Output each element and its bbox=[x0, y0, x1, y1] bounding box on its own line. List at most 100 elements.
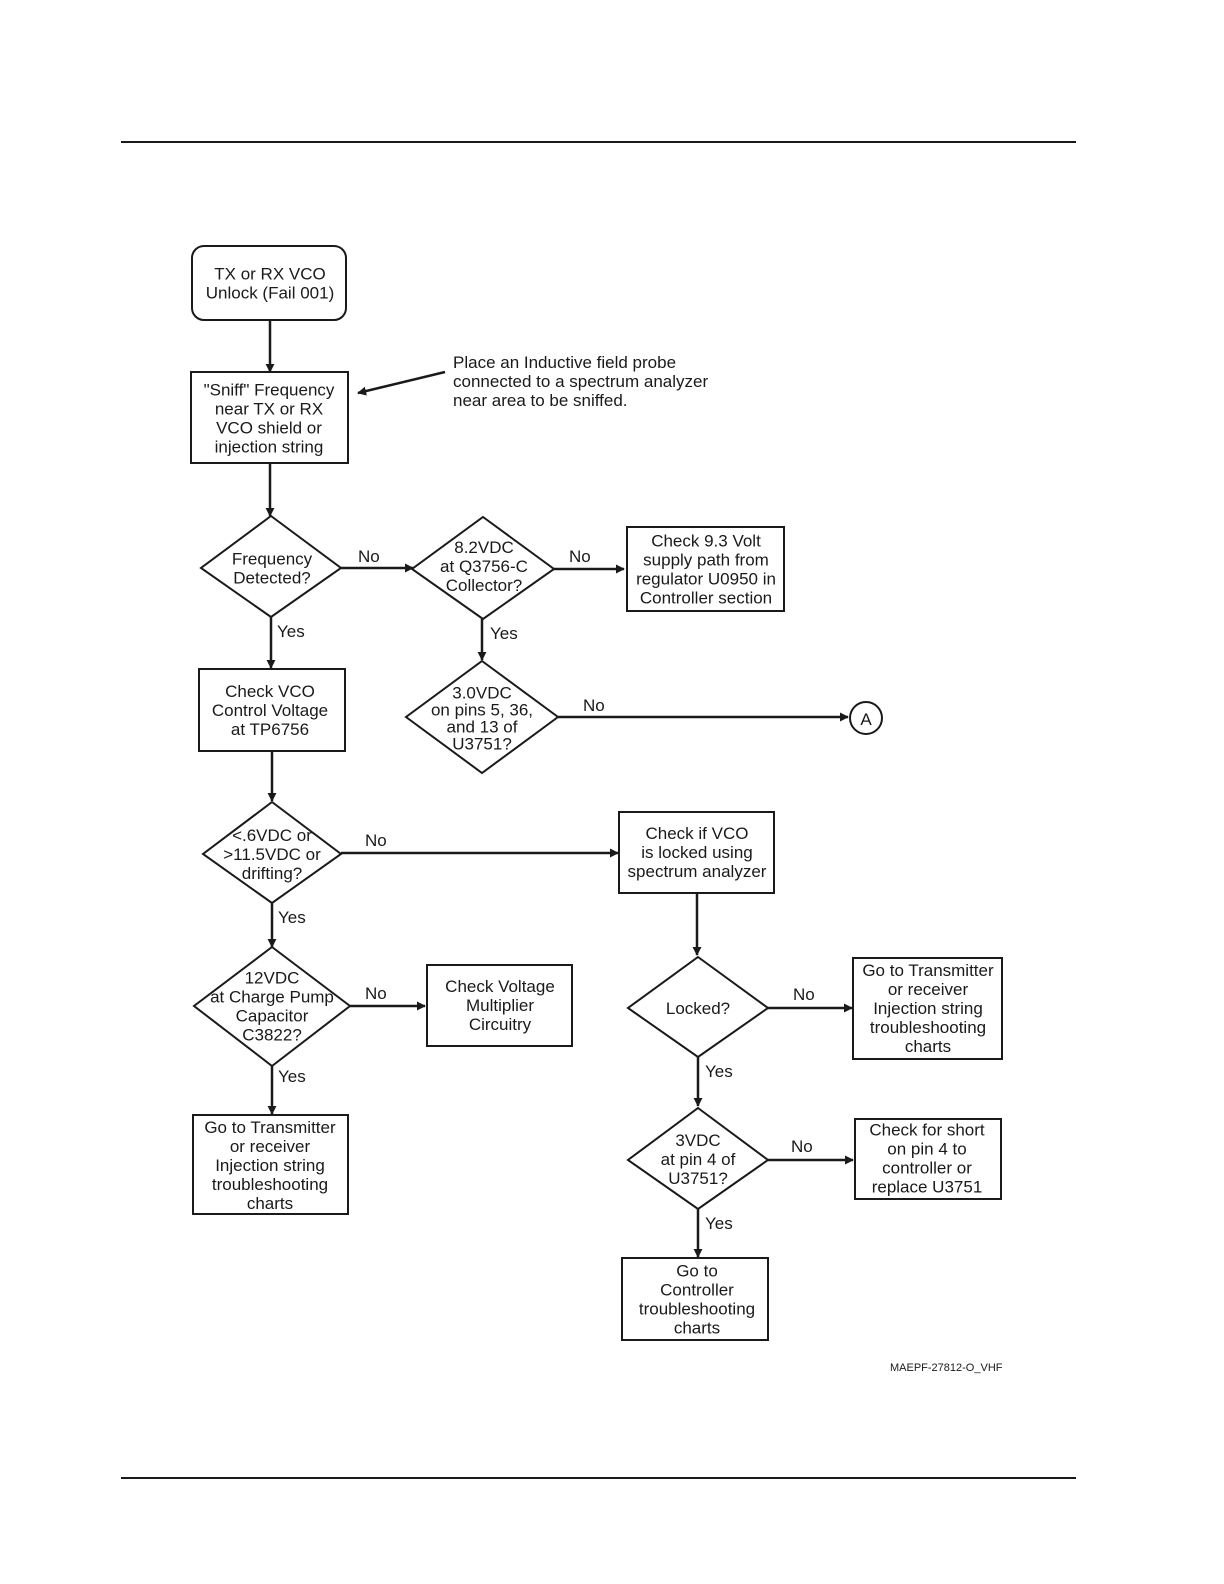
text-line: 8.2VDC bbox=[454, 538, 514, 557]
text-line: Check for short bbox=[869, 1121, 985, 1140]
text-line: at Q3756-C bbox=[440, 557, 528, 576]
label-yes-pin4: Yes bbox=[705, 1214, 733, 1233]
text-line: or receiver bbox=[230, 1137, 311, 1156]
text-line: Go to bbox=[676, 1262, 718, 1281]
text-line: Check if VCO bbox=[646, 824, 749, 843]
text-line: Go to Transmitter bbox=[862, 961, 994, 980]
text-line: replace U3751 bbox=[872, 1178, 983, 1197]
text-line: Injection string bbox=[873, 999, 983, 1018]
text-line: Control Voltage bbox=[212, 701, 328, 720]
label-no-freq: No bbox=[358, 547, 380, 566]
text-line: Unlock (Fail 001) bbox=[206, 284, 335, 303]
text-line: on pins 5, 36, bbox=[431, 701, 533, 720]
text-line: near TX or RX bbox=[215, 400, 323, 419]
text-line: Locked? bbox=[666, 999, 730, 1018]
text-line: on pin 4 to bbox=[887, 1140, 966, 1159]
edge-labels: No No Yes Yes No No Yes No Yes No Yes No… bbox=[277, 547, 815, 1233]
text-line: charts bbox=[905, 1037, 951, 1056]
label-no-q3756: No bbox=[569, 547, 591, 566]
text-line: Frequency bbox=[232, 550, 313, 569]
text-line: troubleshooting bbox=[870, 1018, 986, 1037]
text-line: supply path from bbox=[643, 551, 769, 570]
text-line: Check 9.3 Volt bbox=[651, 532, 761, 551]
text-line: at TP6756 bbox=[231, 720, 309, 739]
text-line: 3.0VDC bbox=[452, 684, 512, 703]
text-line: U3751? bbox=[452, 735, 512, 754]
text-line: regulator U0950 in bbox=[636, 570, 776, 589]
figure-id: MAEPF-27812-O_VHF bbox=[890, 1362, 1003, 1374]
label-no-locked: No bbox=[793, 985, 815, 1004]
label-no-pin4: No bbox=[791, 1137, 813, 1156]
text-line: troubleshooting bbox=[212, 1175, 328, 1194]
text-line: Multiplier bbox=[466, 996, 534, 1015]
text-line: Detected? bbox=[233, 569, 311, 588]
node-locked: Locked? bbox=[626, 955, 770, 1059]
edge-note-sniff bbox=[357, 370, 446, 396]
text-line: 12VDC bbox=[245, 969, 300, 988]
label-yes-freq: Yes bbox=[277, 622, 305, 641]
label-yes-locked: Yes bbox=[705, 1062, 733, 1081]
text-line: drifting? bbox=[242, 864, 302, 883]
connector-a-text: A bbox=[860, 710, 872, 729]
text-line: is locked using bbox=[641, 843, 753, 862]
label-no-chargepump: No bbox=[365, 984, 387, 1003]
text-line: charts bbox=[247, 1194, 293, 1213]
label-yes-chargepump: Yes bbox=[278, 1067, 306, 1086]
text-line: Injection string bbox=[215, 1156, 325, 1175]
text-line: spectrum analyzer bbox=[628, 862, 767, 881]
label-no-range: No bbox=[365, 831, 387, 850]
text-line: injection string bbox=[215, 438, 324, 457]
text-line: and 13 of bbox=[447, 718, 518, 737]
text-line: VCO shield or bbox=[216, 419, 322, 438]
connector-a: A bbox=[849, 701, 883, 735]
text-line: controller or bbox=[882, 1159, 972, 1178]
text-line: Controller section bbox=[640, 589, 772, 608]
text-line: Check VCO bbox=[225, 682, 315, 701]
text-line: 3VDC bbox=[675, 1131, 720, 1150]
text-line: at pin 4 of bbox=[661, 1150, 736, 1169]
text-line: troubleshooting bbox=[639, 1300, 755, 1319]
text-line: charts bbox=[674, 1319, 720, 1338]
label-no-u3751: No bbox=[583, 696, 605, 715]
text-line: <.6VDC or bbox=[232, 826, 312, 845]
text-line: at Charge Pump bbox=[210, 988, 334, 1007]
text-line: Controller bbox=[660, 1281, 734, 1300]
text-line: Collector? bbox=[446, 576, 523, 595]
text-line: Capacitor bbox=[236, 1007, 309, 1026]
text-line: Place an Inductive field probe bbox=[453, 353, 676, 372]
text-line: >11.5VDC or bbox=[223, 845, 321, 864]
text-line: Check Voltage bbox=[445, 977, 555, 996]
text-line: TX or RX VCO bbox=[214, 265, 325, 284]
